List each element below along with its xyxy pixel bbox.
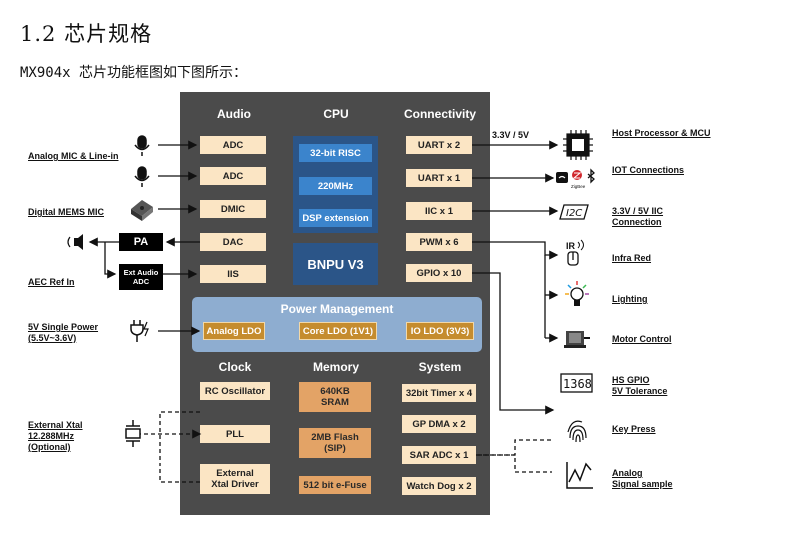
label-analog-signal: Analog Signal sample [612,468,673,489]
power-analog-ldo: Analog LDO [203,322,265,340]
cpu-section-title: CPU [323,107,349,121]
label-analog-mic: Analog MIC & Line-in [28,151,119,161]
label-infra-red: Infra Red [612,253,652,263]
audio-section-title: Audio [217,107,251,121]
label-lighting: Lighting [612,294,648,304]
section-heading: 1.2 芯片规格 [20,22,153,46]
power-core-ldo: Core LDO (1V1) [299,322,377,340]
wifi-icon [556,172,568,183]
power-section-title: Power Management [280,302,394,316]
clock-section-title: Clock [218,360,252,374]
memory-flash: 2MB Flash (SIP) [299,428,371,458]
audio-iis: IIS [200,265,266,283]
ir-icon-text: IR [566,241,576,251]
infrared-icon: IR [566,239,584,266]
fingerprint-icon [567,420,587,443]
section-subheading: MX904x 芯片功能框图如下图所示： [20,65,248,81]
memory-sram: 640KB SRAM [299,382,371,412]
system-sar-adc: SAR ADC x 1 [402,446,476,464]
conn-iic: IIC x 1 [406,202,472,220]
label-external-xtal: External Xtal 12.288MHz (Optional) [28,420,83,452]
conn-uart-2: UART x 2 [406,136,472,154]
label-iic-connection: 3.3V / 5V IIC Connection [612,206,664,227]
power-plug-icon [130,320,149,342]
zigbee-icon [572,170,582,180]
cpu-frequency: 220MHz [299,177,372,195]
system-dma: GP DMA x 2 [402,415,476,433]
processor-chip-icon [563,130,593,160]
mems-mic-icon [131,200,153,221]
seven-segment-display-icon: 1368 [560,373,593,393]
audio-dmic: DMIC [200,200,266,218]
crystal-icon [125,420,141,447]
label-host-processor: Host Processor & MCU [612,128,711,138]
clock-rc-oscillator: RC Oscillator [200,382,270,400]
speaker-icon [67,234,83,250]
voltage-label: 3.3V / 5V [492,130,530,140]
label-key-press: Key Press [612,424,656,434]
label-aec-ref: AEC Ref In [28,277,75,287]
microphone-icon [134,166,150,187]
cpu-risc: 32-bit RISC [299,144,372,162]
ext-audio-adc-block: Ext Audio ADC [119,264,163,290]
clock-xtal-driver: External Xtal Driver [200,464,270,494]
cpu-dsp: DSP extension [299,209,372,227]
zigbee-label: ZigBee [571,184,586,189]
power-io-ldo: IO LDO (3V3) [406,322,474,340]
label-iot-connections: IOT Connections [612,165,684,175]
bluetooth-icon [587,168,595,184]
clock-pll: PLL [200,425,270,443]
microphone-icon [134,135,150,156]
memory-section-title: Memory [312,360,359,374]
memory-efuse: 512 bit e-Fuse [299,476,371,494]
motor-icon [564,331,590,348]
audio-adc-2: ADC [200,167,266,185]
label-hs-gpio: HS GPIO 5V Tolerance [612,375,668,396]
seg-display-text: 1368 [563,377,592,391]
connectivity-section-title: Connectivity [403,107,476,121]
audio-adc-1: ADC [200,136,266,154]
conn-pwm: PWM x 6 [406,233,472,251]
system-section-title: System [418,360,462,374]
label-motor-control: Motor Control [612,334,672,344]
analog-signal-icon [566,462,593,489]
i2c-icon-text: I2C [566,208,582,219]
conn-gpio: GPIO x 10 [406,264,472,282]
i2c-icon: I2C [559,204,589,220]
system-watchdog: Watch Dog x 2 [402,477,476,495]
npu-block: BNPU V3 [293,243,378,285]
system-timer: 32bit Timer x 4 [402,384,476,402]
audio-dac: DAC [200,233,266,251]
lightbulb-icon [565,281,589,306]
pa-block: PA [119,233,163,251]
conn-uart-1: UART x 1 [406,169,472,187]
label-power-input: 5V Single Power (5.5V~3.6V) [28,322,99,343]
label-digital-mic: Digital MEMS MIC [28,207,104,217]
